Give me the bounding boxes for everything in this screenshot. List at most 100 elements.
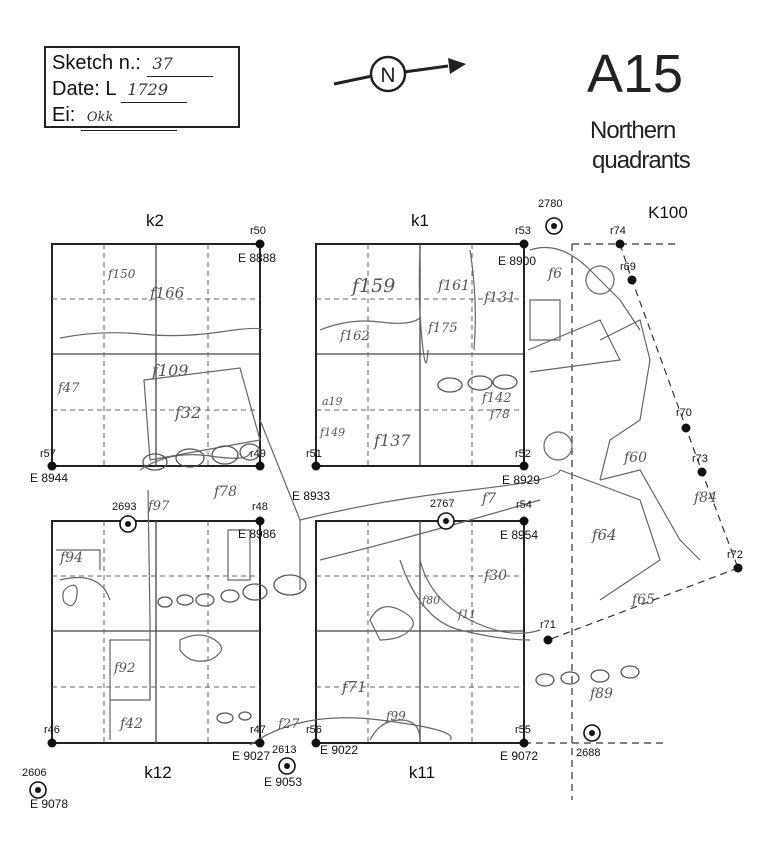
- quadrant-k100-outline: [524, 243, 739, 800]
- feature-f47: f47: [57, 381, 80, 396]
- feature-f80: f80: [421, 594, 440, 607]
- feature-f166: f166: [149, 284, 185, 302]
- point-r49: r49: [250, 448, 266, 460]
- quadrant-label-k11: k11: [409, 763, 435, 782]
- feature-f99: f99: [385, 709, 406, 723]
- point-r46: r46: [44, 724, 60, 736]
- site-title: A15: [587, 44, 684, 104]
- point-r57: r57: [40, 448, 56, 460]
- north-label: N: [380, 64, 395, 87]
- elevation-e8929: E 8929: [502, 473, 540, 487]
- marker-2780: 2780: [538, 198, 562, 210]
- feature-f109: f109: [151, 361, 188, 380]
- quadrant-label-k1: k1: [411, 211, 429, 230]
- elevation-e9022: E 9022: [320, 743, 358, 757]
- marker-2688: 2688: [576, 747, 600, 759]
- feature-f7: f7: [481, 491, 496, 507]
- elevation-e8986: E 8986: [238, 527, 276, 541]
- elevation-e8900: E 8900: [498, 254, 536, 268]
- feature-f142: f142: [481, 391, 512, 406]
- feature-f162: f162: [339, 329, 370, 344]
- feature-labels: f166 f150 f47 f109 f32 f159 f161 f131 f1…: [57, 266, 717, 732]
- point-r47: r47: [250, 724, 266, 736]
- feature-f32: f32: [174, 403, 201, 422]
- feature-f159: f159: [350, 275, 395, 297]
- feature-f27: f27: [277, 717, 300, 732]
- elevation-e8944: E 8944: [30, 471, 68, 485]
- feature-f97: f97: [147, 499, 170, 514]
- feature-f64: f64: [591, 526, 617, 544]
- sketch-number-label: Sketch n.:: [52, 52, 141, 74]
- elevation-e9027: E 9027: [232, 749, 270, 763]
- ei-label: Ei:: [52, 104, 76, 126]
- date-label: Date: L: [52, 78, 116, 100]
- point-r56: r56: [306, 724, 322, 736]
- point-r50: r50: [250, 225, 266, 237]
- feature-f71: f71: [341, 678, 367, 696]
- point-r54: r54: [516, 499, 532, 511]
- feature-f11: f11: [457, 608, 476, 621]
- feature-f94: f94: [59, 550, 83, 566]
- feature-sketch-lines: [56, 246, 701, 746]
- elevation-e9078: E 9078: [30, 797, 68, 811]
- quadrant-label-k2: k2: [146, 211, 164, 230]
- subtitle-line-1: Northern: [590, 117, 676, 144]
- ei-row: Ei: Okk: [52, 103, 232, 131]
- target-markers: [29, 217, 601, 799]
- point-r70: r70: [676, 407, 692, 419]
- feature-f150: f150: [107, 267, 136, 281]
- elevation-e9053: E 9053: [264, 775, 302, 789]
- feature-f65: f65: [631, 592, 655, 608]
- quadrant-k12-grid: [51, 520, 261, 744]
- point-r48: r48: [252, 501, 268, 513]
- feature-f42: f42: [119, 716, 143, 732]
- point-r53: r53: [515, 225, 531, 237]
- feature-f60: f60: [623, 450, 647, 466]
- survey-point-dots: [47, 239, 743, 748]
- point-r55: r55: [515, 724, 531, 736]
- site-subtitle: Northern quadrants: [590, 116, 740, 176]
- sketch-info-box: Sketch n.: 37 Date: L 1729 Ei: Okk: [44, 46, 240, 131]
- point-r71: r71: [540, 619, 556, 631]
- sketch-number-value: 37: [146, 52, 213, 77]
- stone-outlines: [142, 374, 640, 724]
- quadrant-k11-grid: [315, 520, 525, 744]
- target-marker-labels: 2780 2693 2767 2613 2606 2688: [22, 198, 600, 779]
- quadrant-label-k100: K100: [648, 203, 688, 222]
- date-value: 1729: [121, 78, 188, 103]
- subtitle-line-2: quadrants: [592, 147, 691, 174]
- date-row: Date: L 1729: [52, 77, 232, 103]
- point-r52: r52: [515, 448, 531, 460]
- feature-a19: a19: [322, 395, 343, 408]
- feature-f175: f175: [427, 321, 458, 336]
- feature-f89: f89: [589, 686, 613, 702]
- feature-f6: f6: [547, 266, 562, 282]
- elevation-e8954: E 8954: [500, 528, 538, 542]
- point-r51: r51: [306, 448, 322, 460]
- feature-f84: f84: [693, 490, 717, 506]
- sketch-number-row: Sketch n.: 37: [52, 51, 232, 77]
- survey-point-labels: r50 E 8888 r53 E 8900 r74 r69 r70 r73 r7…: [30, 225, 743, 811]
- point-r74: r74: [610, 225, 626, 237]
- feature-f30: f30: [483, 568, 507, 584]
- point-r73: r73: [692, 453, 708, 465]
- point-r72: r72: [727, 549, 743, 561]
- marker-2606: 2606: [22, 767, 46, 779]
- quadrant-k2-grid: [51, 243, 261, 467]
- elevation-e8888: E 8888: [238, 251, 276, 265]
- quadrant-k1-grid: [315, 243, 525, 467]
- feature-f92: f92: [113, 661, 135, 676]
- marker-2767: 2767: [430, 498, 454, 510]
- feature-f131: f131: [483, 290, 516, 306]
- point-r69: r69: [620, 261, 636, 273]
- marker-2613: 2613: [272, 744, 296, 756]
- elevation-e9072: E 9072: [500, 749, 538, 763]
- feature-f161: f161: [437, 278, 470, 294]
- elevation-e8933: E 8933: [292, 489, 330, 503]
- feature-f149: f149: [319, 426, 345, 439]
- marker-2693: 2693: [112, 501, 136, 513]
- north-arrow: N: [333, 55, 466, 93]
- quadrant-label-k12: k12: [144, 763, 171, 782]
- feature-f78: f78: [213, 484, 237, 500]
